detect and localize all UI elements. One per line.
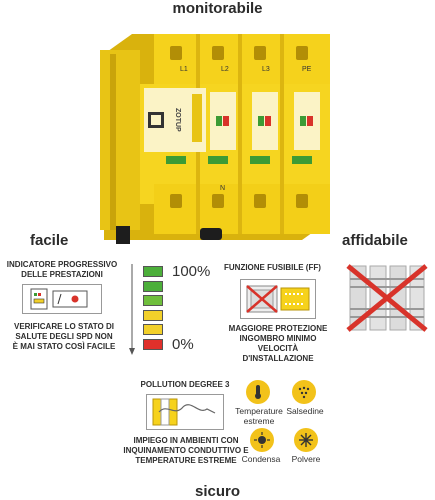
thermometer-icon (246, 380, 270, 404)
fuse-title: FUNZIONE FUSIBILE (ff) (224, 263, 321, 272)
spd-device-image (92, 14, 342, 246)
pollution-title: POLLUTION DEGREE 3 (140, 380, 230, 389)
salt-icon (292, 380, 316, 404)
heading-facile: facile (30, 232, 69, 249)
indicator-illustration (22, 284, 102, 314)
level-bar (143, 324, 163, 335)
heading-sicuro: sicuro (194, 483, 240, 500)
level-bar (143, 266, 163, 277)
indicator-caption: VERIFICARE LO STATO DI SALUTE DEGLI SPD … (12, 322, 116, 351)
dust-icon (294, 428, 318, 452)
scale-top-label: 100% (172, 263, 211, 280)
pollution-illustration (146, 394, 224, 430)
crossed-fuses-image (346, 262, 428, 334)
env-label-salt: Salsedine (286, 406, 324, 416)
pollution-caption: IMPIEGO IN AMBIENTI CON INQUINAMENTO CON… (123, 436, 249, 465)
level-bar (143, 309, 163, 321)
condensation-icon (250, 428, 274, 452)
indicator-title: INDICATORE PROGRESSIVO DELLE PRESTAZIONI (6, 260, 118, 279)
scale-arrow (129, 264, 135, 356)
scale-bottom-label: 0% (172, 336, 194, 353)
pole-label-l2: L2 (221, 66, 229, 73)
level-bar (143, 280, 163, 292)
brand-label: ZOTUP (174, 108, 181, 132)
fuse-illustration (240, 279, 316, 319)
heading-affidabile: affidabile (342, 232, 408, 249)
env-label-dust: Polvere (291, 454, 321, 464)
pole-label-pe: PE (302, 66, 312, 73)
pole-label-l3: L3 (262, 66, 270, 73)
level-bar (143, 338, 163, 350)
pole-label-l1: L1 (180, 66, 188, 73)
env-label-condensation: Condensa (241, 454, 281, 464)
neutral-label: N (220, 185, 226, 192)
env-label-temperature: Temperature estreme (235, 406, 283, 426)
heading-monitorabile: monitorabile (172, 0, 263, 17)
level-bar (143, 295, 163, 306)
fuse-caption: MAGGIORE PROTEZIONE INGOMBRO MINIMO VELO… (228, 324, 328, 363)
